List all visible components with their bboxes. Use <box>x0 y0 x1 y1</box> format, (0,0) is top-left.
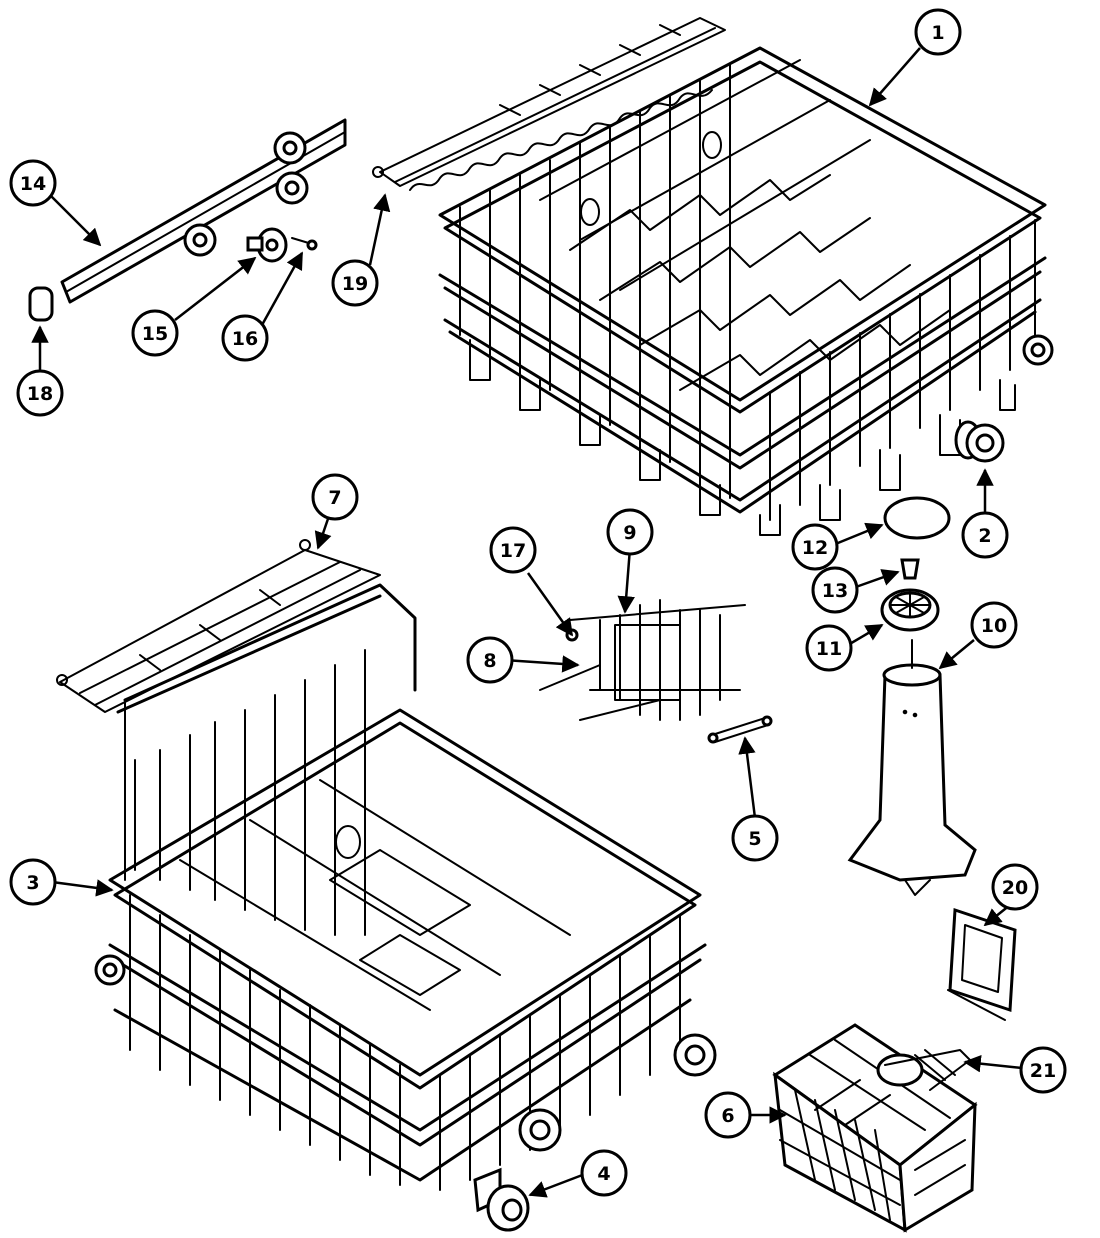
callout-10: 10 <box>970 601 1018 649</box>
basket-handle-20 <box>947 907 1017 1021</box>
callout-1: 1 <box>914 8 962 56</box>
svg-text:20: 20 <box>1002 877 1028 899</box>
svg-text:12: 12 <box>802 537 828 559</box>
svg-text:18: 18 <box>27 383 53 405</box>
spray-tower-10 <box>847 639 977 896</box>
rail-end-cap-18 <box>28 286 54 322</box>
svg-text:1: 1 <box>931 22 944 44</box>
callout-17: 17 <box>489 526 537 574</box>
callout-14: 14 <box>9 159 57 207</box>
svg-text:4: 4 <box>597 1163 610 1185</box>
svg-text:7: 7 <box>328 487 341 509</box>
callout-21: 21 <box>1019 1046 1067 1094</box>
callout-20: 20 <box>991 863 1039 911</box>
basket-clip-21 <box>876 1049 971 1091</box>
screw-16 <box>291 237 318 251</box>
svg-text:6: 6 <box>721 1105 734 1127</box>
callout-15: 15 <box>131 309 179 357</box>
clip-13 <box>900 558 920 580</box>
svg-text:17: 17 <box>500 540 526 562</box>
callout-4: 4 <box>580 1149 628 1197</box>
roller-2 <box>954 420 1005 463</box>
svg-text:2: 2 <box>978 525 991 547</box>
leader-lines <box>31 47 1023 1198</box>
cup-shelf-19 <box>372 17 726 191</box>
svg-text:21: 21 <box>1030 1060 1056 1082</box>
svg-text:3: 3 <box>26 872 39 894</box>
callout-6: 6 <box>704 1091 752 1139</box>
cap-12 <box>883 496 951 540</box>
callout-3: 3 <box>9 858 57 906</box>
lower-rack <box>94 583 717 1191</box>
svg-text:11: 11 <box>816 638 842 660</box>
callout-16: 16 <box>221 314 269 362</box>
callout-2: 2 <box>961 511 1009 559</box>
svg-text:16: 16 <box>232 328 258 350</box>
callout-12: 12 <box>791 523 839 571</box>
callout-8: 8 <box>466 636 514 684</box>
wire-shelf-7 <box>56 539 381 713</box>
rack-rail-14 <box>60 118 347 304</box>
upper-rack <box>438 46 1054 536</box>
svg-text:9: 9 <box>623 522 636 544</box>
callout-13: 13 <box>811 566 859 614</box>
callout-11: 11 <box>805 624 853 672</box>
svg-text:10: 10 <box>981 615 1007 637</box>
clip-5 <box>707 715 773 744</box>
callout-19: 19 <box>331 259 379 307</box>
callout-18: 18 <box>16 369 64 417</box>
callout-9: 9 <box>606 508 654 556</box>
nut-11 <box>880 588 940 632</box>
silverware-basket-6 <box>772 1023 978 1233</box>
callout-7: 7 <box>311 473 359 521</box>
svg-text:8: 8 <box>483 650 496 672</box>
wheel-4 <box>473 1167 530 1232</box>
callout-5: 5 <box>731 814 779 862</box>
roller-15 <box>246 227 288 263</box>
svg-text:19: 19 <box>342 273 368 295</box>
svg-text:5: 5 <box>748 828 761 850</box>
svg-text:15: 15 <box>142 323 168 345</box>
tine-row-9 <box>539 599 746 721</box>
svg-text:13: 13 <box>822 580 848 602</box>
svg-text:14: 14 <box>20 173 46 195</box>
